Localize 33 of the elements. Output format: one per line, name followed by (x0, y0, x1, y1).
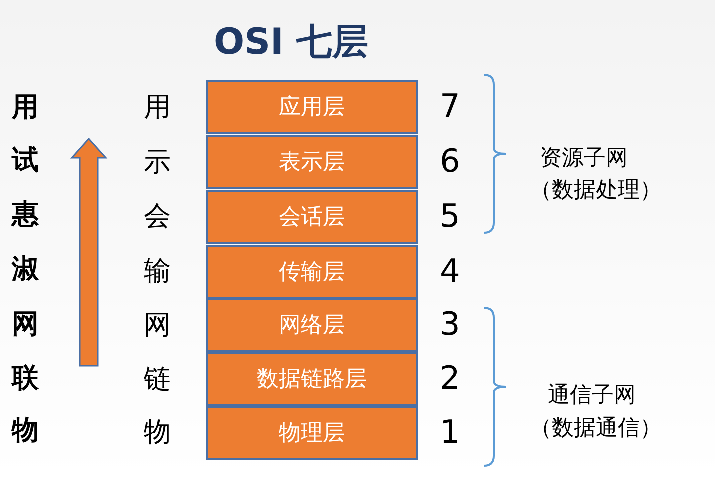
layer-number: 6 (440, 142, 460, 180)
mnemonic-character: 试 (12, 146, 39, 176)
mnemonic-character: 淑 (12, 255, 39, 285)
layer-hint-character: 物 (144, 418, 171, 448)
layer-hint-character: 会 (144, 202, 171, 232)
mnemonic-character: 物 (12, 416, 39, 446)
layer-name: 表示层 (279, 149, 345, 177)
layer-number: 2 (440, 359, 460, 397)
mnemonic-character: 网 (12, 310, 39, 340)
layer-name: 应用层 (279, 94, 345, 122)
layer-hint-character: 输 (144, 257, 171, 287)
layer-number: 7 (440, 87, 460, 125)
layer-name: 会话层 (279, 204, 345, 232)
subnet-label: （数据通信） (530, 415, 662, 443)
layer-hint-character: 网 (144, 311, 171, 341)
subnet-label: 资源子网 (540, 145, 628, 173)
layer-name: 数据链路层 (257, 366, 367, 394)
layer-name: 网络层 (279, 312, 345, 340)
layer-number: 4 (440, 252, 460, 290)
layer-number: 5 (440, 197, 460, 235)
mnemonic-character: 用 (12, 93, 39, 123)
subnet-label: 通信子网 (548, 382, 636, 410)
title: OSI 七层 (214, 21, 368, 65)
layer-number: 3 (440, 305, 460, 343)
layer-hint-character: 链 (144, 365, 171, 395)
layer-name: 传输层 (279, 259, 345, 287)
subnet-label: （数据处理） (530, 177, 662, 205)
mnemonic-character: 惠 (12, 200, 39, 230)
layer-hint-character: 示 (144, 148, 171, 178)
layer-number: 1 (440, 413, 460, 451)
mnemonic-character: 联 (12, 364, 39, 394)
layer-name: 物理层 (279, 420, 345, 448)
layer-hint-character: 用 (144, 93, 171, 123)
